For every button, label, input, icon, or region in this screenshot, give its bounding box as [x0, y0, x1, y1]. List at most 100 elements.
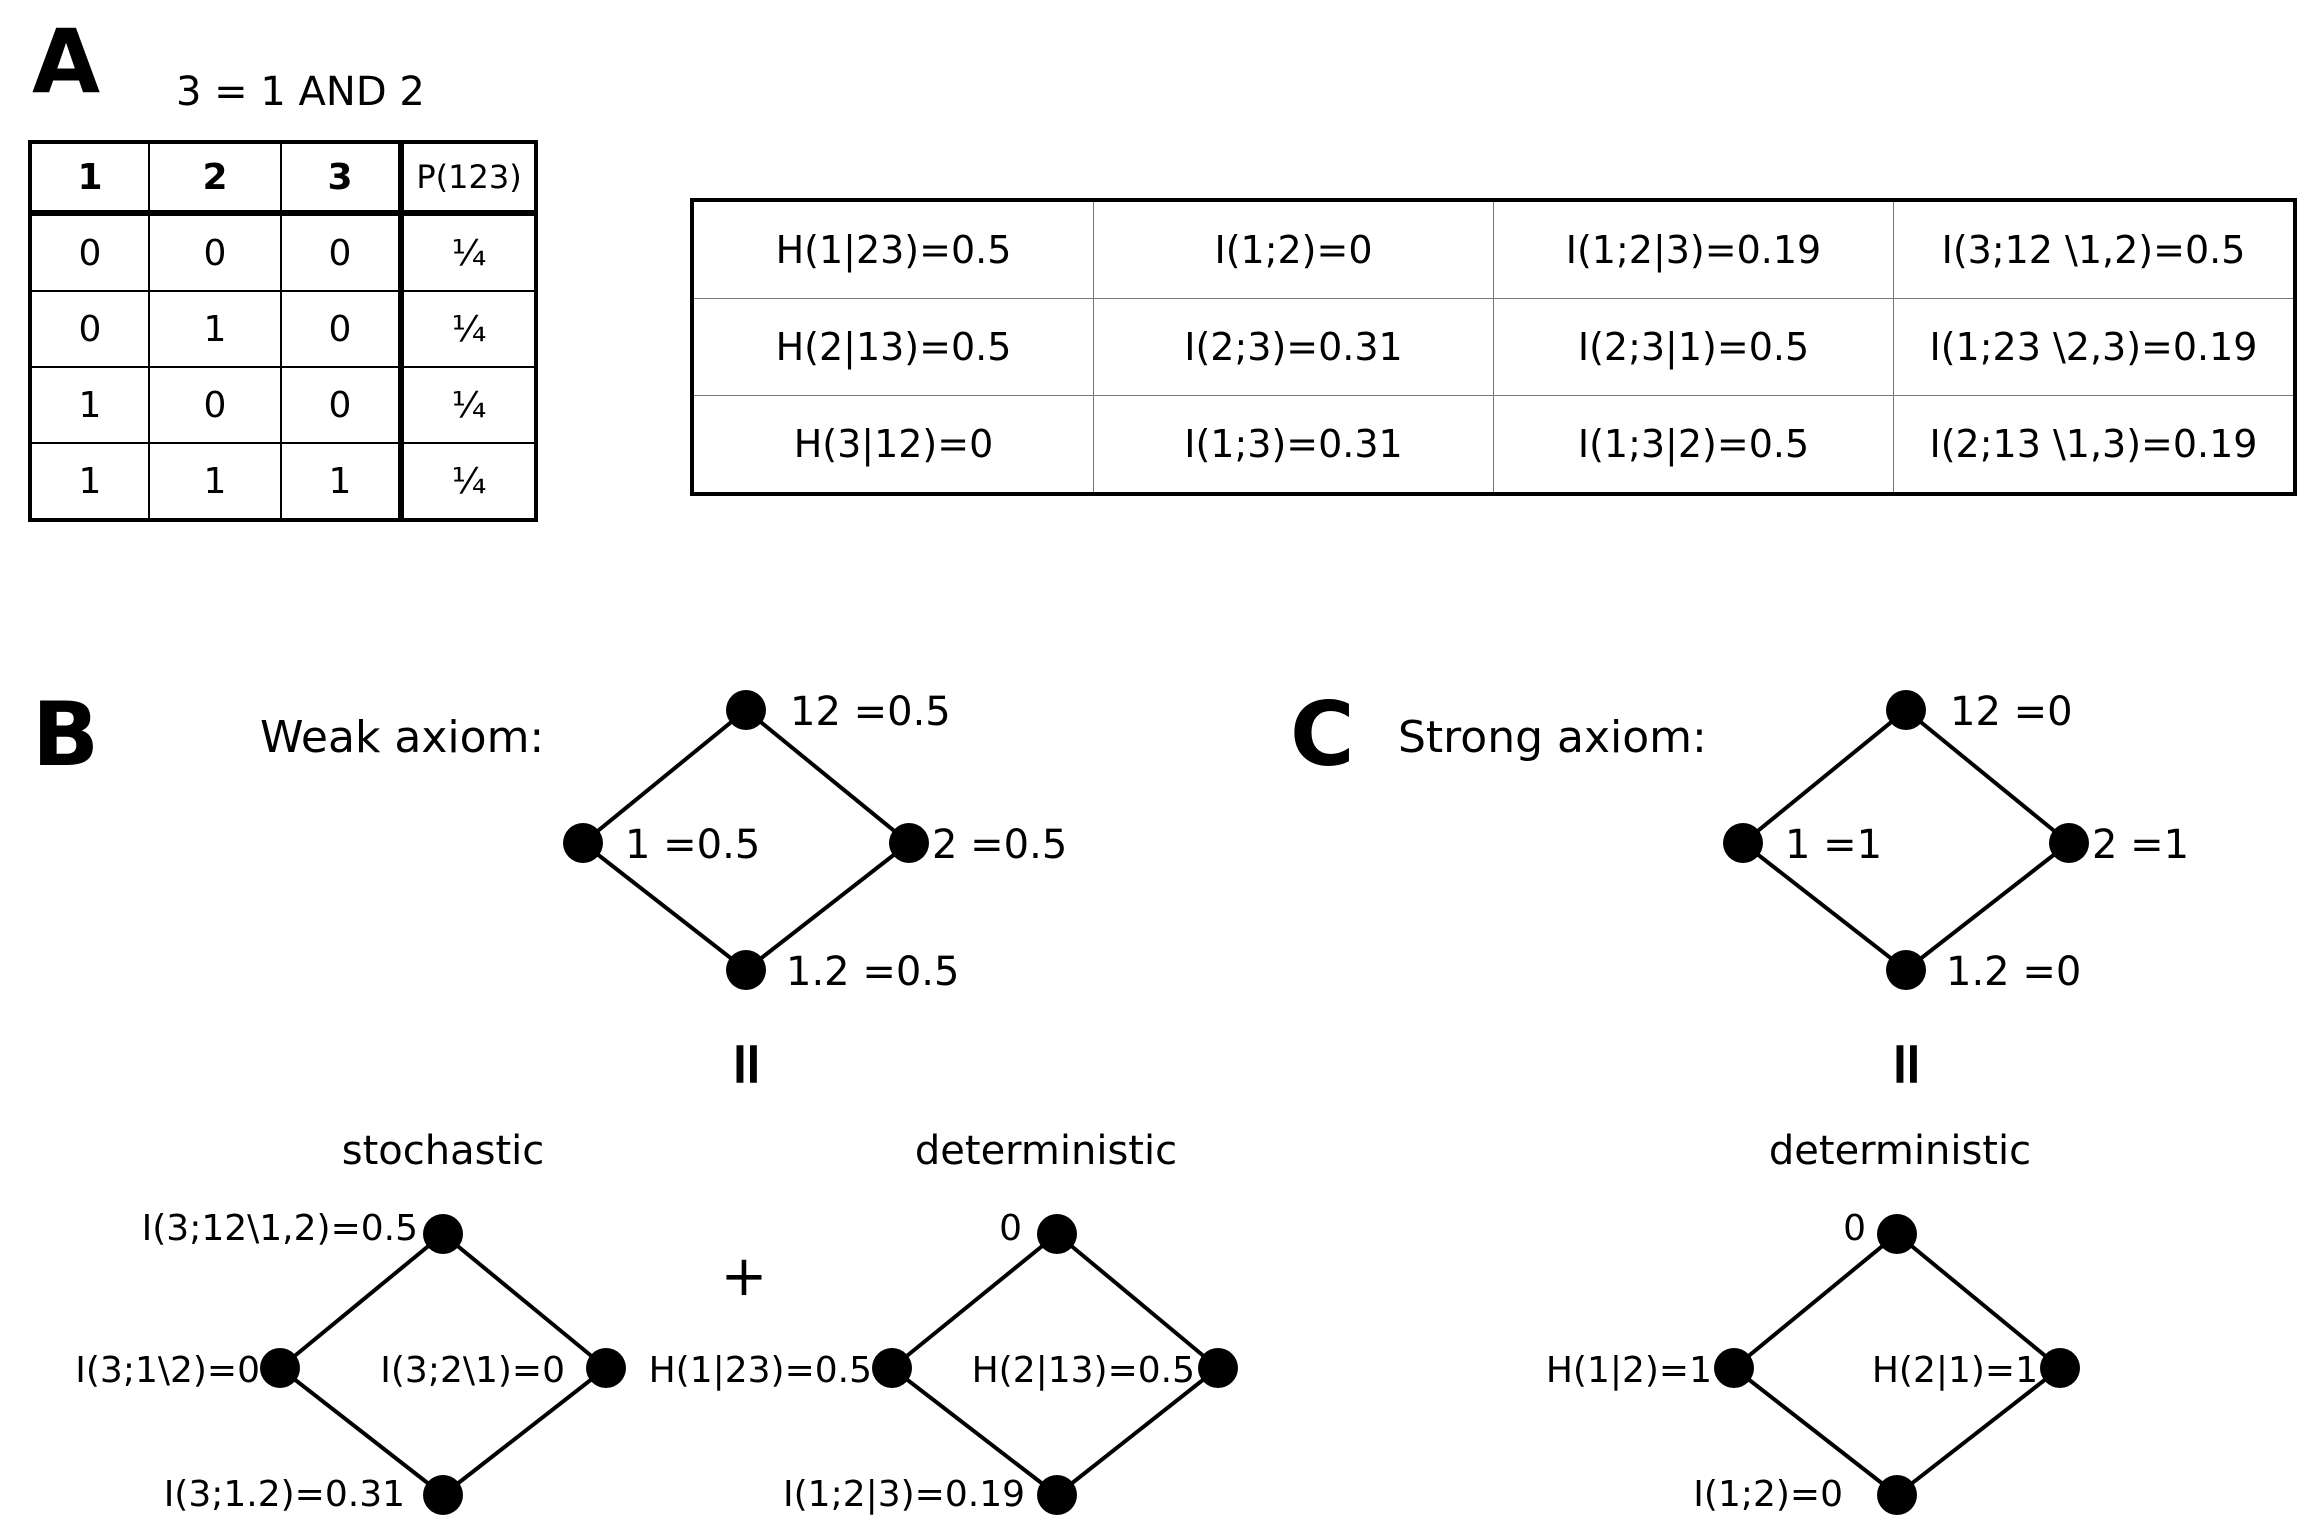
table-row: 1 0 0 ¼ — [29, 366, 537, 444]
truth-table-header: 1 2 3 P(123) — [29, 141, 537, 216]
lattice-node — [1723, 823, 1763, 863]
table-row: 1 1 1 ¼ — [29, 442, 537, 521]
lattice-node — [872, 1348, 912, 1388]
node-label-bottom: I(1;2|3)=0.19 — [783, 1474, 1025, 1515]
stochastic-lattice — [278, 1232, 608, 1497]
lattice-node — [1877, 1214, 1917, 1254]
lattice-node — [726, 690, 766, 730]
node-label-right: 2 =0.5 — [932, 822, 1067, 868]
table-cell: 0 — [29, 212, 150, 292]
panel-a-letter: A — [32, 10, 101, 113]
table-cell: ¼ — [398, 366, 537, 444]
lattice-node — [563, 823, 603, 863]
node-label-bottom: 1.2 =0 — [1946, 949, 2081, 995]
panel-a-caption: 3 = 1 AND 2 — [176, 69, 425, 115]
table-cell: 0 — [280, 290, 402, 368]
lattice-edge — [441, 1232, 608, 1370]
table-cell: I(2;3)=0.31 — [1093, 298, 1494, 396]
table-cell: 1 — [148, 442, 282, 521]
lattice-edge — [744, 841, 911, 972]
node-label-right: 2 =1 — [2092, 822, 2189, 868]
lattice-node — [1877, 1475, 1917, 1515]
lattice-edge — [441, 1366, 608, 1497]
table-row: 0 1 0 ¼ — [29, 290, 537, 368]
node-label-bottom: I(1;2)=0 — [1693, 1474, 1843, 1515]
lattice-edge — [1732, 1366, 1899, 1497]
lattice-edge — [278, 1232, 445, 1370]
lattice-edge — [1055, 1232, 1220, 1370]
truth-header-p: P(123) — [398, 141, 537, 216]
lattice-edge — [1741, 708, 1908, 845]
strong-axiom-lattice — [1741, 708, 2071, 972]
lattice-edge — [1732, 1232, 1899, 1370]
table-cell: I(2;3|1)=0.5 — [1493, 298, 1894, 396]
table-cell: ¼ — [398, 212, 537, 292]
lattice-node — [1198, 1348, 1238, 1388]
equals-sign: = — [713, 1039, 783, 1089]
lattice-edge — [1741, 841, 1908, 972]
lattice-node — [1886, 690, 1926, 730]
table-cell: I(1;3|2)=0.5 — [1493, 395, 1894, 495]
lattice-edge — [744, 708, 911, 845]
table-cell: I(1;3)=0.31 — [1093, 395, 1494, 495]
lattice-node — [423, 1214, 463, 1254]
equals-sign: = — [1873, 1039, 1943, 1089]
table-cell: 1 — [29, 442, 150, 521]
information-table: H(1|23)=0.5 I(1;2)=0 I(1;2|3)=0.19 I(3;1… — [690, 198, 2297, 496]
table-cell: H(1|23)=0.5 — [691, 199, 1094, 299]
lattice-node — [2040, 1348, 2080, 1388]
table-row: 0 0 0 ¼ — [29, 212, 537, 292]
lattice-node — [726, 950, 766, 990]
node-label-top: 12 =0 — [1950, 689, 2073, 735]
node-label-left: I(3;1\2)=0 — [75, 1350, 260, 1391]
node-label-left: 1 =0.5 — [625, 822, 760, 868]
panel-c-title: Strong axiom: — [1398, 712, 1707, 763]
table-cell: H(3|12)=0 — [691, 395, 1094, 495]
lattice-edge — [890, 1232, 1059, 1370]
lattice-edge — [581, 708, 748, 845]
lattice-node — [1714, 1348, 1754, 1388]
lattice-edge — [1904, 841, 2071, 972]
table-cell: I(1;2)=0 — [1093, 199, 1494, 299]
lattice-node — [1037, 1475, 1077, 1515]
lattice-edge — [581, 841, 748, 972]
table-cell: I(1;23 \2,3)=0.19 — [1893, 298, 2296, 396]
node-label-bottom: 1.2 =0.5 — [786, 949, 959, 995]
stochastic-label: stochastic — [342, 1128, 544, 1174]
lattice-node — [2049, 823, 2089, 863]
weak-axiom-lattice — [581, 708, 911, 972]
table-cell: H(2|13)=0.5 — [691, 298, 1094, 396]
node-label-top: 12 =0.5 — [790, 689, 951, 735]
panel-b-letter: B — [32, 683, 99, 786]
table-cell: ¼ — [398, 290, 537, 368]
plus-sign: + — [721, 1244, 768, 1309]
lattice-edge — [1904, 708, 2071, 845]
table-row: H(1|23)=0.5 I(1;2)=0 I(1;2|3)=0.19 I(3;1… — [691, 199, 2296, 299]
node-label-left: H(1|23)=0.5 — [649, 1350, 872, 1391]
panel-c-letter: C — [1290, 683, 1355, 786]
lattice-node — [1886, 950, 1926, 990]
node-label-left: H(1|2)=1 — [1546, 1350, 1712, 1391]
node-label-right: I(3;2\1)=0 — [380, 1350, 565, 1391]
deterministic-lattice-c — [1732, 1232, 2062, 1497]
node-label-left: 1 =1 — [1785, 822, 1882, 868]
table-cell: 0 — [280, 366, 402, 444]
node-label-bottom: I(3;1.2)=0.31 — [164, 1474, 405, 1515]
lattice-edge — [1895, 1232, 2062, 1370]
lattice-edge — [1895, 1366, 2062, 1497]
table-cell: 1 — [29, 366, 150, 444]
truth-header-2: 2 — [148, 141, 282, 216]
lattice-node — [889, 823, 929, 863]
node-label-top: I(3;12\1,2)=0.5 — [142, 1208, 418, 1249]
table-cell: 0 — [148, 212, 282, 292]
node-label-right: H(2|1)=1 — [1872, 1350, 2038, 1391]
node-label-top: 0 — [1843, 1208, 1866, 1249]
table-cell: I(1;2|3)=0.19 — [1493, 199, 1894, 299]
lattice-node — [423, 1475, 463, 1515]
node-label-right: H(2|13)=0.5 — [972, 1350, 1195, 1391]
truth-header-1: 1 — [29, 141, 150, 216]
panel-b-title: Weak axiom: — [260, 712, 544, 763]
table-cell: I(2;13 \1,3)=0.19 — [1893, 395, 2296, 495]
lattice-node — [260, 1348, 300, 1388]
